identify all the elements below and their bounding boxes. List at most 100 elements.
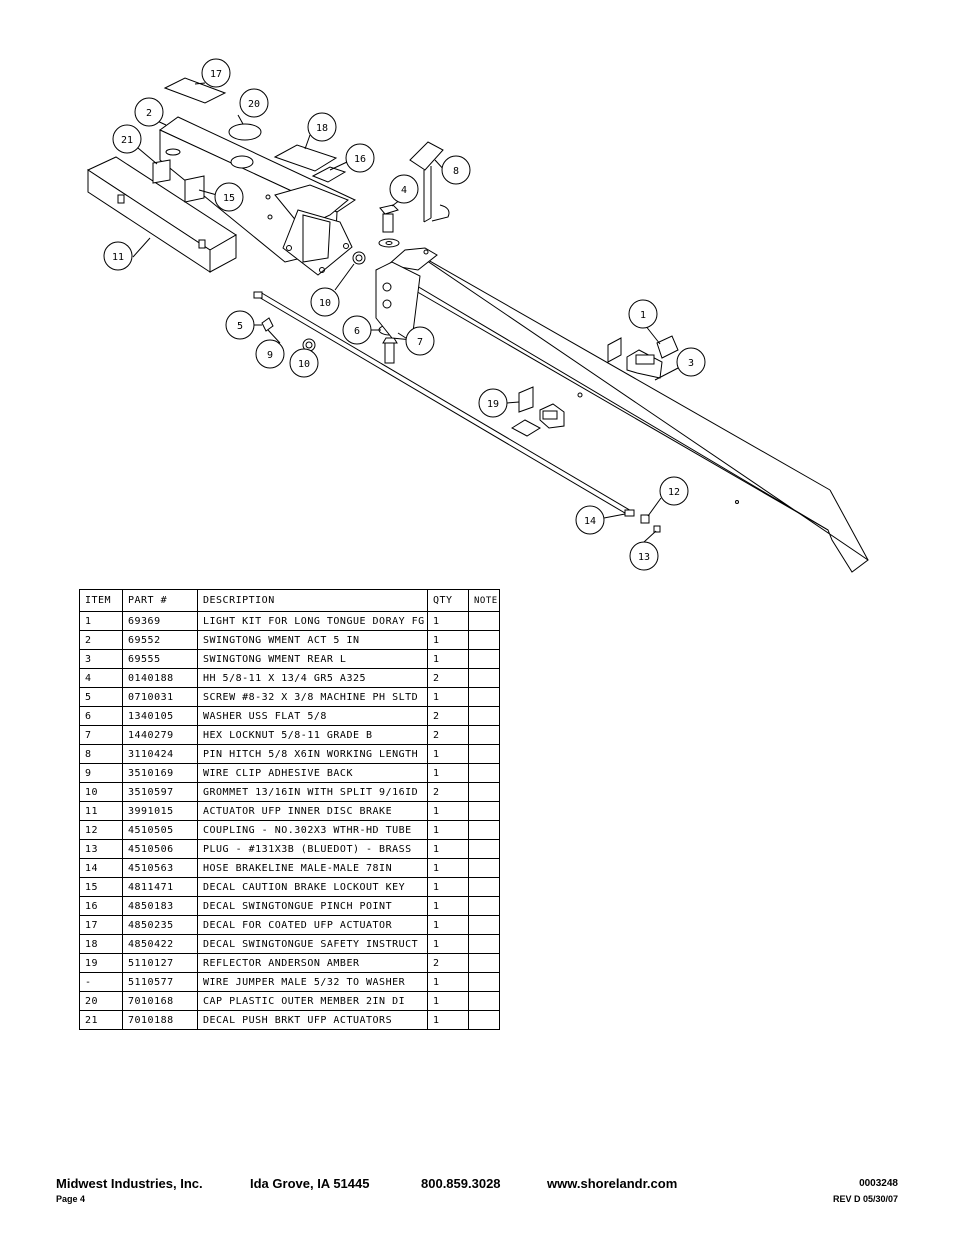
hitch-pin-drawing bbox=[409, 141, 450, 223]
callout-bubble: 14 bbox=[575, 505, 605, 535]
callout-bubble: 7 bbox=[405, 326, 435, 356]
callout-bubble: 2 bbox=[134, 97, 164, 127]
callout-bubble: 19 bbox=[478, 388, 508, 418]
qty-cell: 1 bbox=[427, 934, 469, 954]
callout-bubble: 8 bbox=[441, 155, 471, 185]
item-cell: 21 bbox=[79, 1010, 123, 1030]
item-cell: 11 bbox=[79, 801, 123, 821]
svg-text:8: 8 bbox=[453, 166, 459, 177]
qty-cell: 1 bbox=[427, 877, 469, 897]
part-number-cell: 69552 bbox=[122, 630, 198, 650]
qty-cell: 1 bbox=[427, 1010, 469, 1030]
part-number-cell: 69555 bbox=[122, 649, 198, 669]
description-cell: PIN HITCH 5/8 X6IN WORKING LENGTH bbox=[197, 744, 428, 764]
svg-text:19: 19 bbox=[487, 399, 499, 410]
note-cell bbox=[468, 991, 500, 1011]
callout-bubble: 11 bbox=[103, 241, 133, 271]
page-footer: Midwest Industries, Inc. Ida Grove, IA 5… bbox=[56, 1176, 898, 1204]
column-header: ITEM bbox=[79, 589, 123, 612]
part-number-cell: 3510169 bbox=[122, 763, 198, 783]
svg-text:17: 17 bbox=[210, 69, 222, 80]
callout-bubble: 13 bbox=[629, 541, 659, 571]
description-cell: GROMMET 13/16IN WITH SPLIT 9/16ID bbox=[197, 782, 428, 802]
item-cell: 16 bbox=[79, 896, 123, 916]
note-cell bbox=[468, 687, 500, 707]
note-cell bbox=[468, 649, 500, 669]
item-cell: 17 bbox=[79, 915, 123, 935]
note-cell bbox=[468, 630, 500, 650]
callout-bubble: 17 bbox=[201, 58, 231, 88]
note-cell bbox=[468, 858, 500, 878]
part-number-cell: 4811471 bbox=[122, 877, 198, 897]
callout-bubble: 21 bbox=[112, 124, 142, 154]
svg-text:10: 10 bbox=[319, 298, 331, 309]
callout-bubble: 12 bbox=[659, 476, 689, 506]
actuator-drawing bbox=[86, 156, 237, 273]
svg-text:4: 4 bbox=[401, 185, 407, 196]
company-website[interactable]: www.shorelandr.com bbox=[547, 1176, 678, 1191]
qty-cell: 2 bbox=[427, 953, 469, 973]
svg-text:12: 12 bbox=[668, 487, 680, 498]
svg-text:1: 1 bbox=[640, 310, 646, 321]
part-number-cell: 0140188 bbox=[122, 668, 198, 688]
decal-drawings bbox=[152, 77, 347, 203]
qty-cell: 1 bbox=[427, 991, 469, 1011]
description-cell: PLUG - #131X3B (BLUEDOT) - BRASS bbox=[197, 839, 428, 859]
column-header: QTY bbox=[427, 589, 469, 612]
svg-text:15: 15 bbox=[223, 193, 235, 204]
description-cell: SWINGTONG WMENT ACT 5 IN bbox=[197, 630, 428, 650]
note-cell bbox=[468, 972, 500, 992]
item-cell: 14 bbox=[79, 858, 123, 878]
description-cell: REFLECTOR ANDERSON AMBER bbox=[197, 953, 428, 973]
svg-text:5: 5 bbox=[237, 321, 243, 332]
item-cell: 3 bbox=[79, 649, 123, 669]
item-cell: 12 bbox=[79, 820, 123, 840]
part-number-cell: 5110577 bbox=[122, 972, 198, 992]
lights-drawing bbox=[510, 335, 679, 437]
svg-text:16: 16 bbox=[354, 154, 366, 165]
item-cell: 9 bbox=[79, 763, 123, 783]
callout-bubble: 15 bbox=[214, 182, 244, 212]
item-cell: 1 bbox=[79, 611, 123, 631]
svg-text:14: 14 bbox=[584, 516, 596, 527]
note-cell bbox=[468, 915, 500, 935]
part-number-cell: 3991015 bbox=[122, 801, 198, 821]
callout-bubble: 3 bbox=[676, 347, 706, 377]
qty-cell: 1 bbox=[427, 630, 469, 650]
column-header: DESCRIPTION bbox=[197, 589, 428, 612]
qty-cell: 1 bbox=[427, 801, 469, 821]
note-cell bbox=[468, 953, 500, 973]
part-number-cell: 1340105 bbox=[122, 706, 198, 726]
note-cell bbox=[468, 801, 500, 821]
callout-bubble: 20 bbox=[239, 88, 269, 118]
qty-cell: 1 bbox=[427, 763, 469, 783]
callout-bubble: 16 bbox=[345, 143, 375, 173]
note-cell bbox=[468, 934, 500, 954]
item-cell: 7 bbox=[79, 725, 123, 745]
callout-bubble: 6 bbox=[342, 315, 372, 345]
note-cell bbox=[468, 744, 500, 764]
note-cell bbox=[468, 839, 500, 859]
callout-bubble: 10 bbox=[310, 287, 340, 317]
brake-line-drawing bbox=[253, 291, 661, 533]
qty-cell: 1 bbox=[427, 611, 469, 631]
qty-cell: 1 bbox=[427, 896, 469, 916]
svg-text:9: 9 bbox=[267, 350, 273, 361]
note-cell bbox=[468, 877, 500, 897]
part-number-cell: 4510505 bbox=[122, 820, 198, 840]
rear-tube-drawing bbox=[375, 247, 869, 573]
item-cell: - bbox=[79, 972, 123, 992]
svg-text:21: 21 bbox=[121, 135, 133, 146]
column-header: NOTE bbox=[468, 589, 500, 612]
qty-cell: 2 bbox=[427, 668, 469, 688]
